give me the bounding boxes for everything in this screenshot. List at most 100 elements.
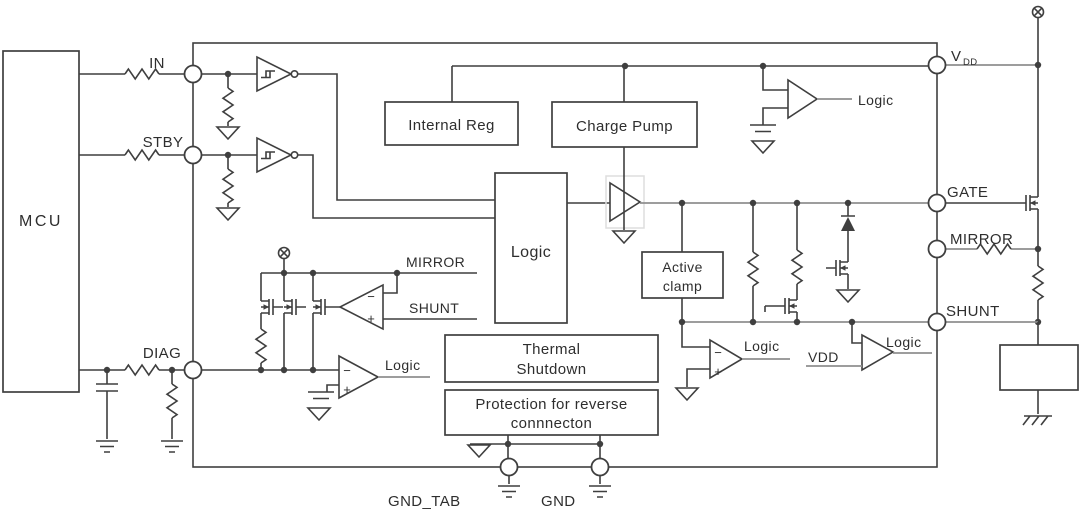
pin-gnd (590, 457, 610, 477)
junction-dot (309, 366, 317, 374)
ground-arrow-icon (216, 126, 240, 140)
pin-gate (927, 193, 947, 213)
opamp-minus: − (367, 289, 375, 304)
inverter-bubble (290, 70, 299, 79)
ground-arrow-icon (612, 230, 636, 244)
internal-reg-block (384, 101, 519, 146)
external-power-mosfet (1015, 186, 1039, 220)
active-clamp-label-2: clamp (663, 278, 702, 294)
junction-dot (280, 366, 288, 374)
ground-arrow-icon (751, 140, 775, 154)
ground-arrow-icon (216, 207, 240, 221)
stby-pulldown-resistor (222, 168, 234, 204)
diode-icon (841, 217, 855, 231)
charge-pump-label: Charge Pump (576, 118, 673, 135)
junction-dot (504, 440, 512, 448)
comparator-minus: − (714, 345, 722, 360)
comparator-plus: + (343, 382, 351, 397)
earth-ground-icon (160, 440, 184, 453)
opamp-plus: + (367, 311, 375, 326)
reference-icon (749, 124, 777, 133)
ground-arrow-icon (307, 407, 331, 421)
in-net (79, 55, 495, 201)
logic-label-top: Logic (858, 92, 893, 108)
diag-pulldown-resistor (166, 383, 178, 419)
gate-pulldown-fet (774, 289, 798, 323)
comparator-triangle (787, 78, 819, 120)
diag-comparator: − + (307, 354, 430, 421)
comparator-minus: − (343, 363, 351, 378)
protection-label-1: Protection for reverse (475, 396, 627, 413)
ground-arrow-icon (675, 387, 699, 401)
net-label-shunt: SHUNT (409, 300, 459, 316)
active-clamp-label-1: Active (662, 259, 703, 275)
gate-pulldown-resistor (791, 249, 803, 285)
thermal-label-1: Thermal (523, 341, 581, 358)
ground-net (467, 435, 612, 498)
load-block (999, 344, 1079, 391)
active-clamp-block (641, 251, 724, 299)
diag-filter-capacitor (96, 370, 118, 439)
pin-label-vdd: V (951, 48, 961, 65)
vdd-monitor-comparator (749, 66, 852, 154)
sense-output-fet (312, 290, 336, 324)
mcu-label: MCU (19, 213, 63, 230)
vds-comparator (806, 322, 932, 372)
stby-series-resistor (124, 149, 160, 161)
pin-stby (183, 145, 203, 165)
pin-label-gnd: GND (541, 493, 576, 510)
earth-ground-icon (95, 440, 119, 453)
reference-icon (307, 391, 335, 400)
logic-label-vds: Logic (886, 334, 921, 350)
logic-block (494, 172, 568, 324)
junction-dot (678, 318, 686, 326)
mirror-fet-right (283, 290, 307, 324)
pin-label-gate: GATE (947, 184, 988, 201)
junction-dot (749, 318, 757, 326)
supply-terminal-icon (1031, 5, 1045, 19)
pin-mirror (927, 239, 947, 259)
earth-ground-icon (497, 485, 521, 498)
sense-opamp (338, 283, 384, 331)
clamp-comparator: − + (675, 338, 790, 401)
gate-driver-highlight (605, 175, 645, 229)
pin-label-diag: DIAG (143, 345, 181, 362)
mirror-degeneration-resistor (255, 328, 267, 364)
junction-dot (1034, 61, 1042, 69)
pin-label-shunt: SHUNT (946, 303, 1000, 320)
stby-net (79, 136, 495, 221)
pin-shunt (927, 312, 947, 332)
comparator-triangle (338, 354, 380, 400)
in-schmitt-inverter (256, 55, 293, 93)
gate-discharge-circuit (747, 203, 860, 323)
active-clamp-wire (681, 203, 710, 348)
junction-dot (793, 318, 801, 326)
logic-label-diag: Logic (385, 357, 420, 373)
pin-label-mirror: MIRROR (950, 231, 1013, 248)
net-label-mirror: MIRROR (406, 254, 465, 270)
supply-terminal-icon (277, 246, 291, 260)
thermal-shutdown-block (444, 334, 659, 383)
charge-pump-block (551, 101, 698, 148)
mirror-tap-wire (383, 273, 398, 294)
in-pulldown-resistor (222, 87, 234, 123)
hysteresis-icon (261, 70, 275, 79)
pin-diag (183, 360, 203, 380)
diag-series-resistor (124, 364, 160, 376)
chassis-ground-icon (1022, 415, 1053, 426)
junction-dot (596, 440, 604, 448)
logic-label-clamp: Logic (744, 338, 779, 354)
hysteresis-icon (261, 151, 275, 160)
ground-arrow-icon (467, 444, 491, 458)
ground-arrow-icon (836, 289, 860, 303)
external-power-circuit (945, 5, 1079, 426)
reverse-protection-block (444, 389, 659, 436)
protection-label-2: connnecton (511, 415, 593, 432)
inverter-bubble (290, 151, 299, 160)
pin-label-stby: STBY (143, 134, 184, 151)
logic-block-label: Logic (511, 244, 551, 261)
pin-label-vdd-sub: DD (963, 57, 978, 68)
shunt-external-resistor (1032, 265, 1044, 301)
